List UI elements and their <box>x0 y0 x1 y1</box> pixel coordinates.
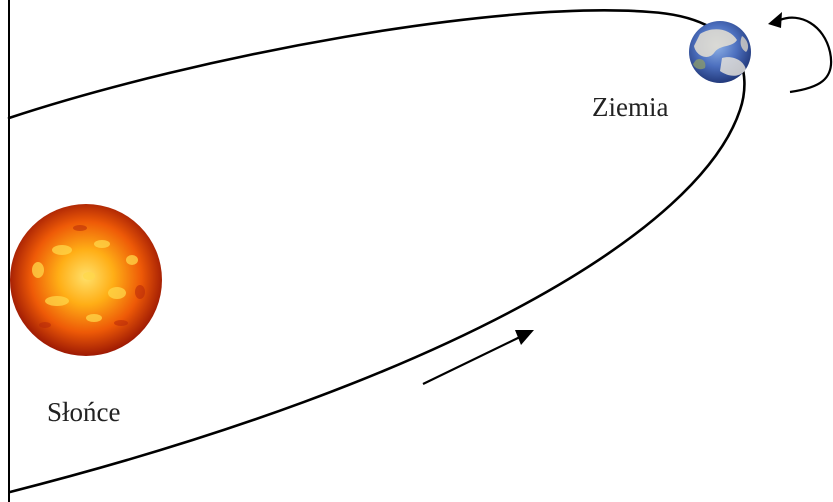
rotation-arrow-head <box>768 12 782 28</box>
earth-image <box>689 21 751 83</box>
rotation-arrow <box>779 16 833 94</box>
orbit-direction-arrow <box>422 335 523 385</box>
earth-label: Ziemia <box>592 92 668 122</box>
sun-label: Słońce <box>47 397 121 427</box>
sun-image <box>10 204 162 356</box>
orbit-direction-arrow-head <box>515 330 534 345</box>
